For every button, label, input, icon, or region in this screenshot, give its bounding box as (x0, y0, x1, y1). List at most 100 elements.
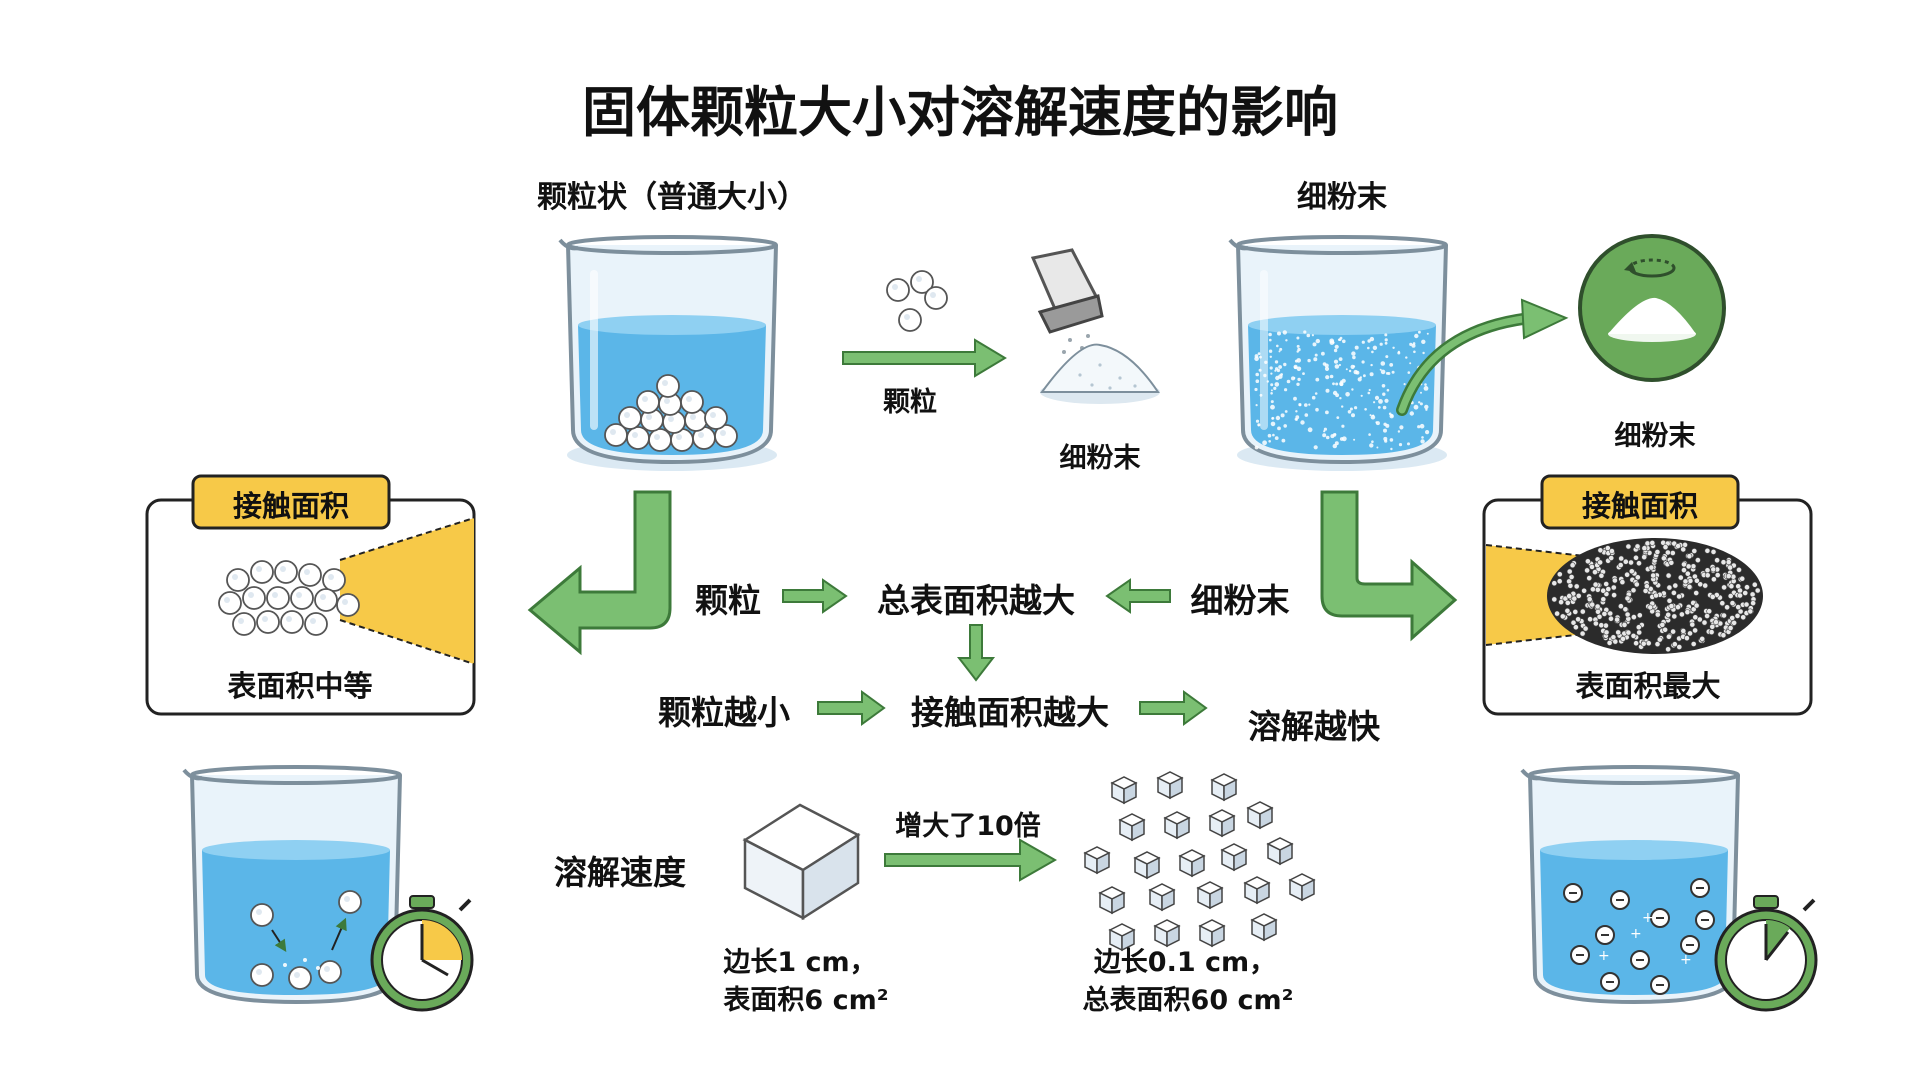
flow-powder: 细粉末 (1190, 581, 1290, 620)
powder-particle (1554, 610, 1560, 617)
powder-speckle (1282, 330, 1288, 335)
powder-particle (1731, 620, 1737, 626)
powder-speckle (1421, 436, 1424, 439)
powder-speckle (1294, 359, 1298, 363)
powder-particle (1612, 638, 1619, 645)
powder-particle (1690, 641, 1697, 647)
powder-speckle (1334, 441, 1339, 446)
contact-area-tag-left: 接触面积 (232, 489, 350, 523)
powder-particle (1617, 562, 1624, 568)
powder-speckle (1278, 365, 1282, 369)
small-cubes (1084, 771, 1315, 951)
powder-speckle (1364, 408, 1367, 411)
powder-speckle (1254, 356, 1259, 362)
powder-particle (1564, 607, 1571, 614)
powder-particle (1666, 584, 1673, 591)
powder-speckle (1420, 439, 1425, 444)
flow-arrows (782, 578, 1208, 726)
powder-particle (1690, 563, 1697, 570)
powder-speckle (1399, 425, 1404, 430)
powder-speckle (1339, 382, 1344, 387)
powder-particle (1589, 601, 1596, 608)
powder-heap-icon (1040, 343, 1160, 404)
powder-speckle (1409, 362, 1412, 365)
powder-particle (1624, 611, 1631, 618)
powder-speckle (1271, 416, 1275, 420)
powder-speckle (1277, 426, 1281, 431)
powder-particle (1751, 581, 1758, 588)
powder-speckle (1270, 372, 1273, 375)
powder-speckle (1419, 423, 1425, 429)
powder-speckle (1268, 332, 1272, 337)
powder-speckle (1417, 425, 1421, 429)
powder-speckle (1354, 345, 1359, 350)
powder-speckle (1257, 424, 1260, 427)
powder-speckle (1382, 405, 1387, 410)
powder-particle (1654, 549, 1661, 555)
powder-speckle (1335, 382, 1339, 386)
powder-particle (1600, 596, 1607, 603)
powder-speckle (1351, 388, 1354, 391)
powder-speckle (1332, 382, 1335, 386)
powder-speckle (1371, 440, 1374, 444)
powder-particle (1666, 633, 1672, 640)
powder-particle (1649, 540, 1656, 546)
powder-particle (1739, 575, 1746, 582)
powder-particle (1594, 586, 1601, 593)
powder-speckle (1283, 362, 1287, 367)
powder-speckle (1397, 430, 1401, 433)
powder-speckle (1383, 436, 1388, 441)
powder-particle (1734, 613, 1741, 619)
powder-speckle (1381, 384, 1386, 388)
powder-speckle (1298, 403, 1302, 407)
powder-speckle (1425, 408, 1428, 411)
powder-speckle (1359, 376, 1362, 379)
ion-icon (1600, 972, 1620, 992)
powder-speckle (1411, 343, 1416, 348)
powder-particle (1699, 636, 1706, 642)
ion-icon (1630, 950, 1650, 970)
plus-mark: + (1680, 952, 1692, 968)
flow-total-area-larger: 总表面积越大 (877, 581, 1075, 620)
powder-particle (1606, 640, 1613, 646)
powder-particle (1704, 572, 1711, 579)
powder-speckle (1267, 433, 1272, 438)
powder-particle (1573, 583, 1580, 590)
powder-particle (1654, 611, 1661, 618)
powder-particle (1597, 559, 1603, 566)
powder-particle (1603, 581, 1610, 587)
powder-particle (1633, 581, 1640, 588)
powder-particle (1614, 616, 1620, 623)
powder-speckle (1341, 378, 1346, 383)
powder-speckle (1325, 375, 1330, 380)
powder-particle (1729, 615, 1736, 621)
increase-label: 增大了10倍 (895, 811, 1041, 842)
dissolved-powder-speckles (1254, 330, 1430, 451)
powder-particle (1620, 636, 1626, 642)
powder-particle (1710, 549, 1717, 555)
powder-speckle (1311, 395, 1316, 400)
powder-particle (1572, 609, 1579, 615)
powder-speckle (1266, 380, 1270, 383)
powder-speckle (1418, 401, 1421, 404)
powder-particle (1735, 604, 1742, 610)
powder-particle (1640, 640, 1647, 647)
powder-particle (1594, 603, 1601, 610)
powder-particle (1628, 559, 1634, 566)
powder-particle (1598, 572, 1605, 579)
ion-icon (1563, 883, 1583, 903)
powder-speckle (1275, 367, 1279, 371)
powder-particle (1610, 584, 1617, 591)
powder-speckle (1268, 349, 1273, 353)
powder-particle (1590, 586, 1596, 593)
powder-particle (1559, 613, 1566, 620)
powder-speckle (1379, 342, 1383, 346)
powder-speckle (1324, 366, 1330, 371)
flow-contact-area-larger: 接触面积越大 (911, 693, 1109, 732)
powder-particle (1671, 641, 1678, 648)
zoom-circle-label: 细粉末 (1614, 421, 1696, 452)
powder-particle (1720, 632, 1727, 639)
powder-speckle (1268, 440, 1271, 443)
powder-particle (1668, 603, 1675, 609)
